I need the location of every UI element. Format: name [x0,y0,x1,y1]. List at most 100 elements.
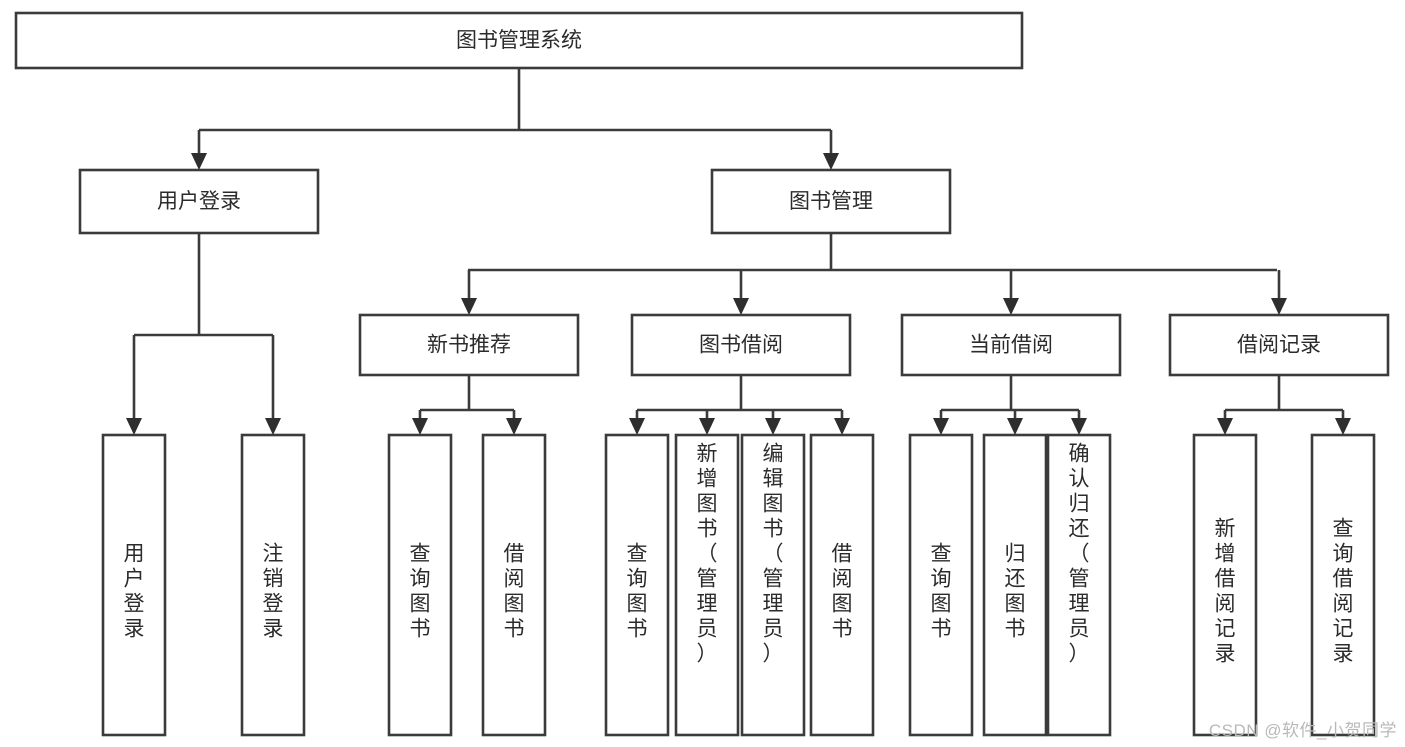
node-leaf-6-label-char: 管 [763,568,784,591]
root-to-l2-0-arrowhead [191,153,207,170]
node-leaf-4-box[interactable] [604,433,670,737]
node-leaf-6-label-char: 图 [763,493,784,516]
node-leaf-3-label-char: 借 [504,543,525,566]
node-leaf-6-label-char: 编 [763,443,784,466]
node-leaf-12-label-char: 记 [1333,618,1354,641]
node-leaf-11-label-char: 阅 [1215,593,1236,616]
l3-3-to-leaf-0-arrowhead [1217,418,1233,435]
node-leaf-0-label-char: 登 [124,593,145,616]
node-leaf-4-label-char: 书 [627,618,648,641]
node-root-system-label: 图书管理系统 [456,29,582,52]
node-leaf-12-label-char: 查 [1333,518,1354,541]
node-leaf-11-label-char: 增 [1215,543,1236,566]
node-leaf-2-label-char: 查 [410,543,431,566]
node-leaf-5-label-char: 增 [697,468,718,491]
node-leaf-5-label-char: 新 [697,443,718,466]
node-leaf-7-label-char: 图 [832,593,853,616]
node-leaf-2-label-char: 图 [410,593,431,616]
node-leaf-10-box[interactable] [1046,433,1112,737]
node-l2-1[interactable]: 图书管理 [710,168,952,235]
node-l3-2[interactable]: 当前借阅 [900,313,1122,377]
node-leaf-5-label-char: （ [697,543,718,566]
node-l3-1[interactable]: 图书借阅 [630,313,852,377]
node-l3-3[interactable]: 借阅记录 [1168,313,1390,377]
node-l3-3-box[interactable] [1168,313,1390,377]
node-leaf-0-box[interactable] [101,433,167,737]
node-leaf-6-label-char: 理 [763,593,784,616]
node-leaf-10-label-char: 认 [1069,468,1090,491]
node-l3-2-box[interactable] [900,313,1122,377]
node-l3-2-label: 当前借阅 [969,334,1053,357]
node-leaf-0-label-char: 录 [124,618,145,641]
node-leaf-3-label-char: 图 [504,593,525,616]
node-leaf-1-box[interactable] [240,433,306,737]
node-l3-1-box[interactable] [630,313,852,377]
node-leaf-12-label-char: 录 [1333,643,1354,666]
node-leaf-5-box[interactable] [674,433,740,737]
node-l3-0-label: 新书推荐 [427,334,511,357]
node-leaf-5-label-char: 理 [697,593,718,616]
node-leaf-6-label-char: 员 [763,618,784,641]
node-leaf-1-label-char: 销 [263,568,284,591]
node-leaf-12-label-char: 阅 [1333,593,1354,616]
l3-1-to-leaf-1-arrowhead [699,418,715,435]
l3-2-to-leaf-2-arrowhead [1071,418,1087,435]
node-leaf-0[interactable]: 用户登录 [101,433,167,737]
node-l2-0-box[interactable] [78,168,320,235]
node-leaf-6-box[interactable] [740,433,806,737]
login-to-leaf-1-arrowhead [265,418,281,435]
node-leaf-11-box[interactable] [1192,433,1258,737]
node-leaf-10-label-char: 确 [1069,443,1090,466]
mgmt-to-l3-1-arrowhead [733,298,749,315]
l3-2-to-leaf-1-arrowhead [1007,418,1023,435]
node-leaf-9-label-char: 书 [1005,618,1026,641]
node-leaf-5-label-char: 员 [697,618,718,641]
node-leaf-7-box[interactable] [809,433,875,737]
mgmt-to-l3-0-arrowhead [461,298,477,315]
node-leaf-1-label-char: 录 [263,618,284,641]
node-leaf-8-box[interactable] [908,433,974,737]
node-leaf-12-box[interactable] [1310,433,1376,737]
node-l3-0-box[interactable] [358,313,580,377]
node-leaf-3-box[interactable] [481,433,547,737]
node-leaf-3-label-char: 阅 [504,568,525,591]
node-leaf-9-box[interactable] [982,433,1048,737]
node-l2-1-box[interactable] [710,168,952,235]
node-leaf-7-label-char: 书 [832,618,853,641]
mgmt-to-l3-3-arrowhead [1271,298,1287,315]
node-root-system-box[interactable] [14,11,1024,70]
node-leaf-5-label-char: 书 [697,518,718,541]
node-leaf-4-label-char: 询 [627,568,648,591]
login-to-leaf-0-arrowhead [126,418,142,435]
node-leaf-6-label-char: （ [763,543,784,566]
node-leaf-2-label-char: 书 [410,618,431,641]
node-leaf-8-label-char: 查 [931,543,952,566]
node-l2-1-label: 图书管理 [789,190,873,213]
node-leaf-6-label-char: 辑 [763,468,784,491]
node-leaf-11-label-char: 记 [1215,618,1236,641]
node-leaf-9-label-char: 归 [1005,543,1026,566]
node-l2-0[interactable]: 用户登录 [78,168,320,235]
l3-0-to-leaf-0-arrowhead [412,418,428,435]
node-leaf-8-label-char: 询 [931,568,952,591]
node-l3-0[interactable]: 新书推荐 [358,313,580,377]
node-root-system[interactable]: 图书管理系统 [14,11,1024,70]
node-leaf-7-label-char: 借 [832,543,853,566]
l3-1-to-leaf-0-arrowhead [629,418,645,435]
node-leaf-0-label-char: 用 [124,543,145,566]
node-leaf-9-label-char: 图 [1005,593,1026,616]
node-leaf-2-box[interactable] [387,433,453,737]
